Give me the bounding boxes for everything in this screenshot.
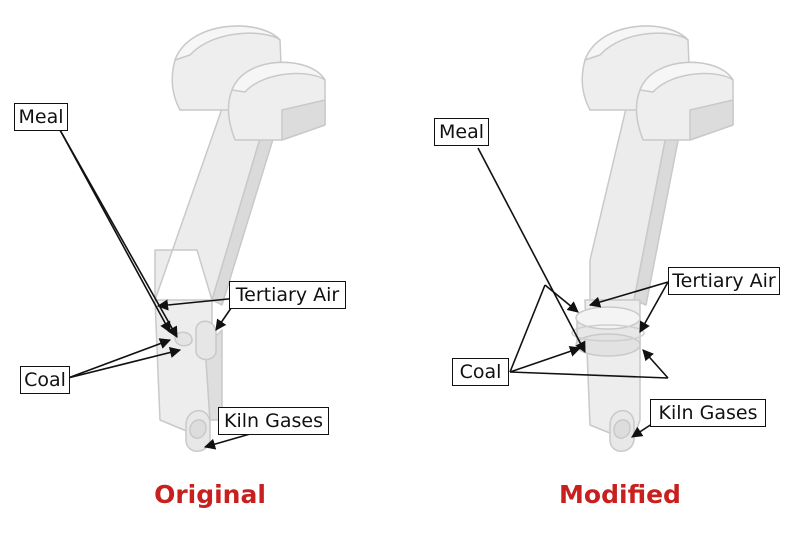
original-coal-leader-1 — [67, 338, 172, 379]
original-coal-leader-2 — [67, 347, 182, 379]
original-kiln-gases-label: Kiln Gases — [218, 407, 329, 435]
modified-coal-leader-1b — [544, 284, 579, 313]
modified-meal-label: Meal — [434, 118, 489, 146]
original-meal-label: Meal — [14, 103, 68, 131]
original-tertiary-leader-1 — [156, 297, 239, 311]
modified-coal-leader-3 — [509, 371, 669, 379]
original-kiln-gases-leader — [203, 433, 251, 450]
modified-meal-leader — [477, 147, 586, 353]
modified-coal-leader-2 — [509, 345, 582, 373]
modified-tertiary-leader-2 — [639, 281, 669, 333]
modified-kiln-gases-label: Kiln Gases — [650, 399, 766, 427]
original-calciner-body — [154, 25, 326, 452]
modified-coal-leader-1 — [509, 284, 546, 373]
original-tertiary-air-label: Tertiary Air — [229, 281, 346, 309]
modified-coal-label: Coal — [452, 358, 509, 386]
original-meal-leader-2 — [59, 129, 171, 333]
modified-leader-lines — [477, 147, 669, 438]
modified-calciner-body — [571, 25, 734, 452]
modified-caption: Modified — [559, 480, 681, 509]
modified-tertiary-air-label: Tertiary Air — [668, 267, 780, 295]
modified-tertiary-leader-1 — [588, 281, 669, 308]
original-caption: Original — [154, 480, 266, 509]
modified-coal-leader-3b — [642, 349, 669, 379]
original-coal-label: Coal — [20, 366, 70, 394]
original-leader-lines — [59, 129, 251, 450]
